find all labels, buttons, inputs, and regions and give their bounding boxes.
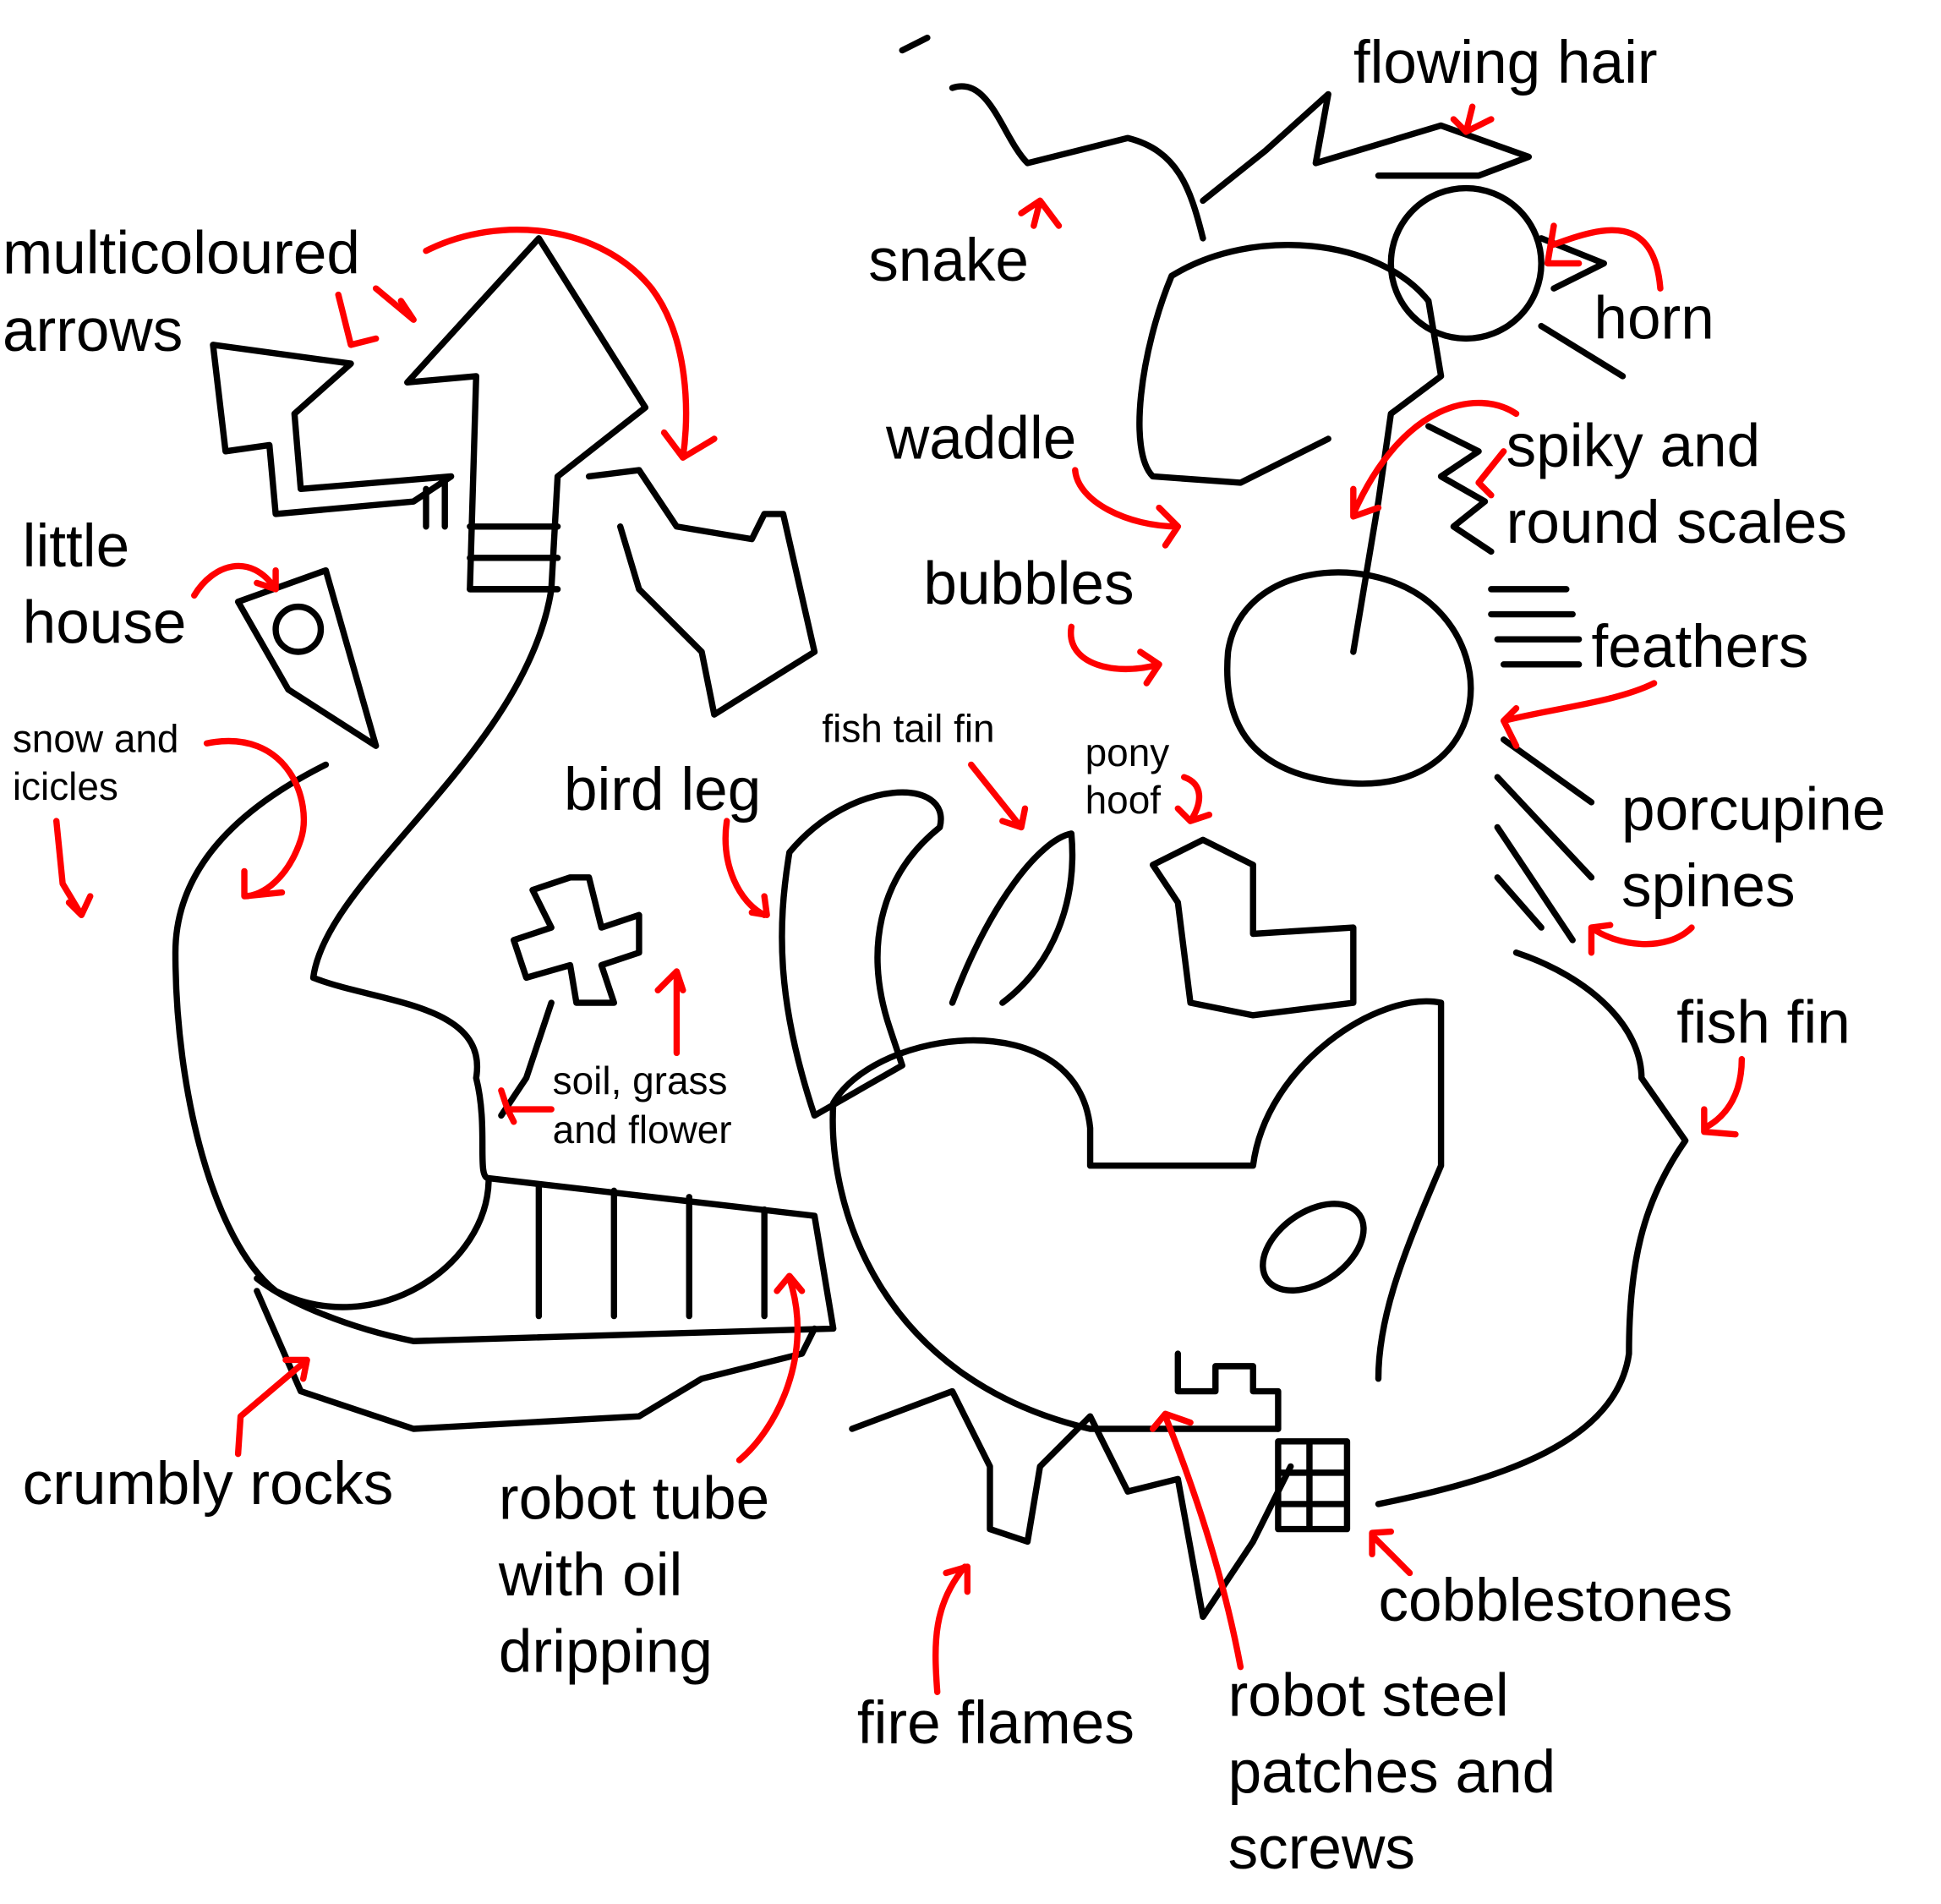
feathers xyxy=(1488,586,1583,668)
label-feathers: feathers xyxy=(1591,614,1808,681)
label-arrows: arrows xyxy=(3,298,183,364)
robot-body-curve xyxy=(829,998,1445,1432)
label-snake: snake xyxy=(868,227,1029,294)
label-fish-tail-fin: fish tail fin xyxy=(822,707,994,751)
label-snow-and: snow and xyxy=(13,717,179,761)
bird-leg xyxy=(779,789,944,1119)
arrow-bird-leg xyxy=(722,818,770,918)
porcupine-spines xyxy=(1494,736,1595,944)
belly-circle xyxy=(1224,569,1474,787)
bird-neck-outline xyxy=(172,586,555,1310)
arrow-scales xyxy=(1350,399,1520,520)
label-dripping: dripping xyxy=(499,1619,713,1686)
crumbly-rocks xyxy=(254,1288,818,1432)
fish-fin xyxy=(1375,949,1689,1507)
labels: flowing hair snake horn multicoloured ar… xyxy=(3,30,1885,1882)
arrow-horn xyxy=(1544,222,1664,292)
arrow-snow xyxy=(52,738,307,918)
arrow-flowing-hair xyxy=(1450,103,1495,135)
horn xyxy=(1387,184,1545,342)
arrow-shape-right xyxy=(585,467,818,718)
label-pony: pony xyxy=(1085,730,1170,774)
arrow-multicoloured xyxy=(423,226,718,461)
robot-patches xyxy=(1174,1350,1282,1432)
head-outline xyxy=(1136,242,1445,655)
label-bubbles: bubbles xyxy=(923,551,1134,618)
house-window-icon xyxy=(272,603,325,655)
label-waddle: waddle xyxy=(885,406,1076,473)
label-cobblestones: cobblestones xyxy=(1378,1568,1732,1634)
fish-tail-fin xyxy=(949,830,1076,1006)
label-horn: horn xyxy=(1594,285,1714,352)
arrow-fire-flames xyxy=(932,1563,970,1695)
label-patches-and: patches and xyxy=(1228,1739,1556,1806)
scales xyxy=(1425,423,1495,555)
label-soil-grass: soil, grass xyxy=(553,1059,728,1102)
label-little: little xyxy=(23,513,129,580)
arrow-shape-big xyxy=(404,235,649,593)
arrow-shape-left xyxy=(210,342,455,517)
flowing-hair xyxy=(1200,90,1533,205)
label-multicoloured: multicoloured xyxy=(3,220,360,287)
arrow-waddle xyxy=(1072,467,1182,549)
horn-tip xyxy=(1538,235,1627,380)
leaf-icon xyxy=(1260,1201,1367,1294)
arrow-robot-steel xyxy=(1149,1410,1244,1671)
stairs xyxy=(423,479,561,593)
label-spiky-and: spiky and xyxy=(1506,413,1760,480)
label-crumbly-rocks: crumbly rocks xyxy=(23,1451,394,1518)
label-spines: spines xyxy=(1621,853,1796,920)
cobblestones xyxy=(1275,1438,1351,1533)
arrow-feathers xyxy=(1500,680,1658,749)
arrow-robot-tube xyxy=(735,1272,806,1464)
label-icicles: icicles xyxy=(13,764,118,808)
arrow-bubbles xyxy=(1068,623,1162,687)
arrow-fish-fin xyxy=(1701,1056,1746,1138)
label-round-scales: round scales xyxy=(1506,490,1847,556)
fire-flames xyxy=(849,1387,1294,1621)
label-screws: screws xyxy=(1228,1815,1415,1882)
label-fish-fin: fish fin xyxy=(1676,989,1851,1056)
arrow-pony-hoof xyxy=(1174,774,1213,824)
arrow-porcupine xyxy=(1588,922,1695,956)
annotation-arrows xyxy=(52,103,1746,1695)
label-robot-tube: robot tube xyxy=(499,1466,769,1533)
tube-body xyxy=(254,1174,837,1344)
arrow-soil xyxy=(498,968,686,1125)
label-robot-steel: robot steel xyxy=(1228,1662,1509,1729)
arrow-cobblestones xyxy=(1369,1528,1413,1577)
creature-drawing xyxy=(172,34,1689,1621)
label-with-oil: with oil xyxy=(498,1542,682,1609)
snake xyxy=(899,34,1206,242)
label-bird-leg: bird leg xyxy=(564,757,761,823)
arrow-house xyxy=(191,562,279,599)
arrow-snake xyxy=(1018,197,1063,229)
label-and-flower: and flower xyxy=(553,1108,732,1152)
label-fire-flames: fire flames xyxy=(857,1690,1135,1757)
tube-ribs xyxy=(535,1181,768,1320)
little-house-icon xyxy=(234,566,380,749)
arrow-multicoloured-small xyxy=(335,285,417,348)
arrow-fish-tail-fin xyxy=(968,761,1029,831)
label-house: house xyxy=(23,590,187,657)
label-flowing-hair: flowing hair xyxy=(1353,30,1658,96)
flower-icon xyxy=(498,874,642,1119)
label-hoof: hoof xyxy=(1085,778,1162,822)
arrow-crumbly-rocks xyxy=(234,1356,310,1458)
label-porcupine: porcupine xyxy=(1621,776,1885,843)
pony-hoof-leg xyxy=(1149,836,1357,1019)
